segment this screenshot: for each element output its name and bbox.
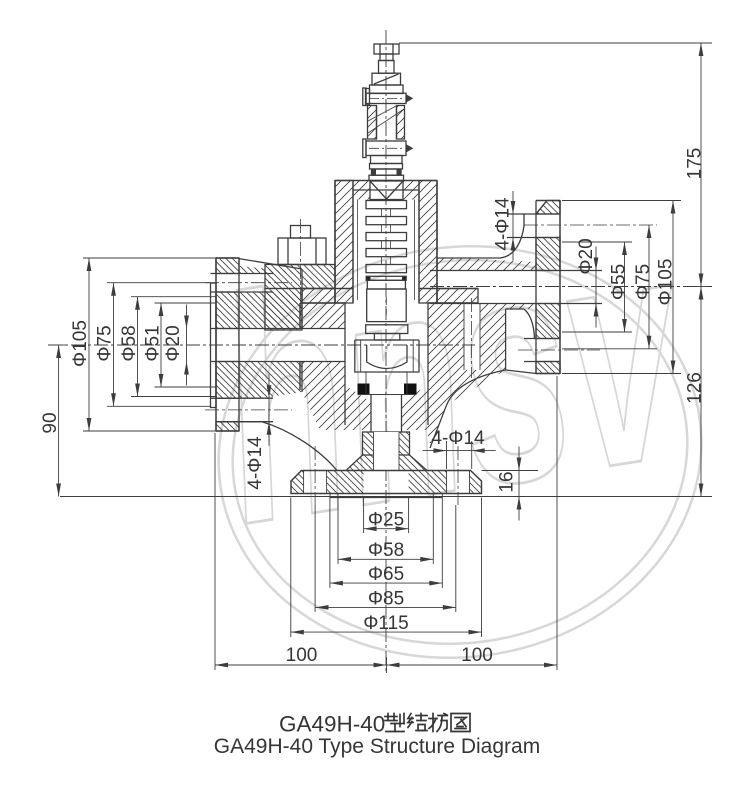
svg-text:Φ85: Φ85 [368,589,404,610]
svg-text:4-Φ14: 4-Φ14 [431,428,485,449]
svg-text:Φ51: Φ51 [143,325,164,361]
svg-text:Φ55: Φ55 [609,264,630,300]
svg-text:Φ65: Φ65 [368,564,404,585]
svg-text:Φ20: Φ20 [163,325,184,361]
svg-text:100: 100 [461,645,493,666]
svg-text:90: 90 [40,412,61,433]
svg-text:Φ75: Φ75 [95,325,116,361]
svg-text:4-Φ14: 4-Φ14 [493,197,514,251]
svg-text:Φ75: Φ75 [633,264,654,300]
svg-text:Φ25: Φ25 [368,510,404,531]
svg-text:16: 16 [497,471,518,492]
svg-text:175: 175 [685,148,706,180]
svg-text:Φ105: Φ105 [656,259,677,306]
svg-text:126: 126 [685,372,706,404]
svg-text:Φ20: Φ20 [576,238,597,274]
svg-text:4-Φ14: 4-Φ14 [245,436,266,490]
svg-text:GA49H-40 Type Structure Diagra: GA49H-40 Type Structure Diagram [214,735,540,758]
svg-text:Φ58: Φ58 [119,325,140,361]
svg-text:Φ58: Φ58 [368,540,404,561]
svg-text:Φ105: Φ105 [70,320,91,367]
svg-text:GA49H-40: GA49H-40 [279,712,385,737]
svg-text:Φ115: Φ115 [363,613,408,634]
svg-text:100: 100 [286,645,318,666]
